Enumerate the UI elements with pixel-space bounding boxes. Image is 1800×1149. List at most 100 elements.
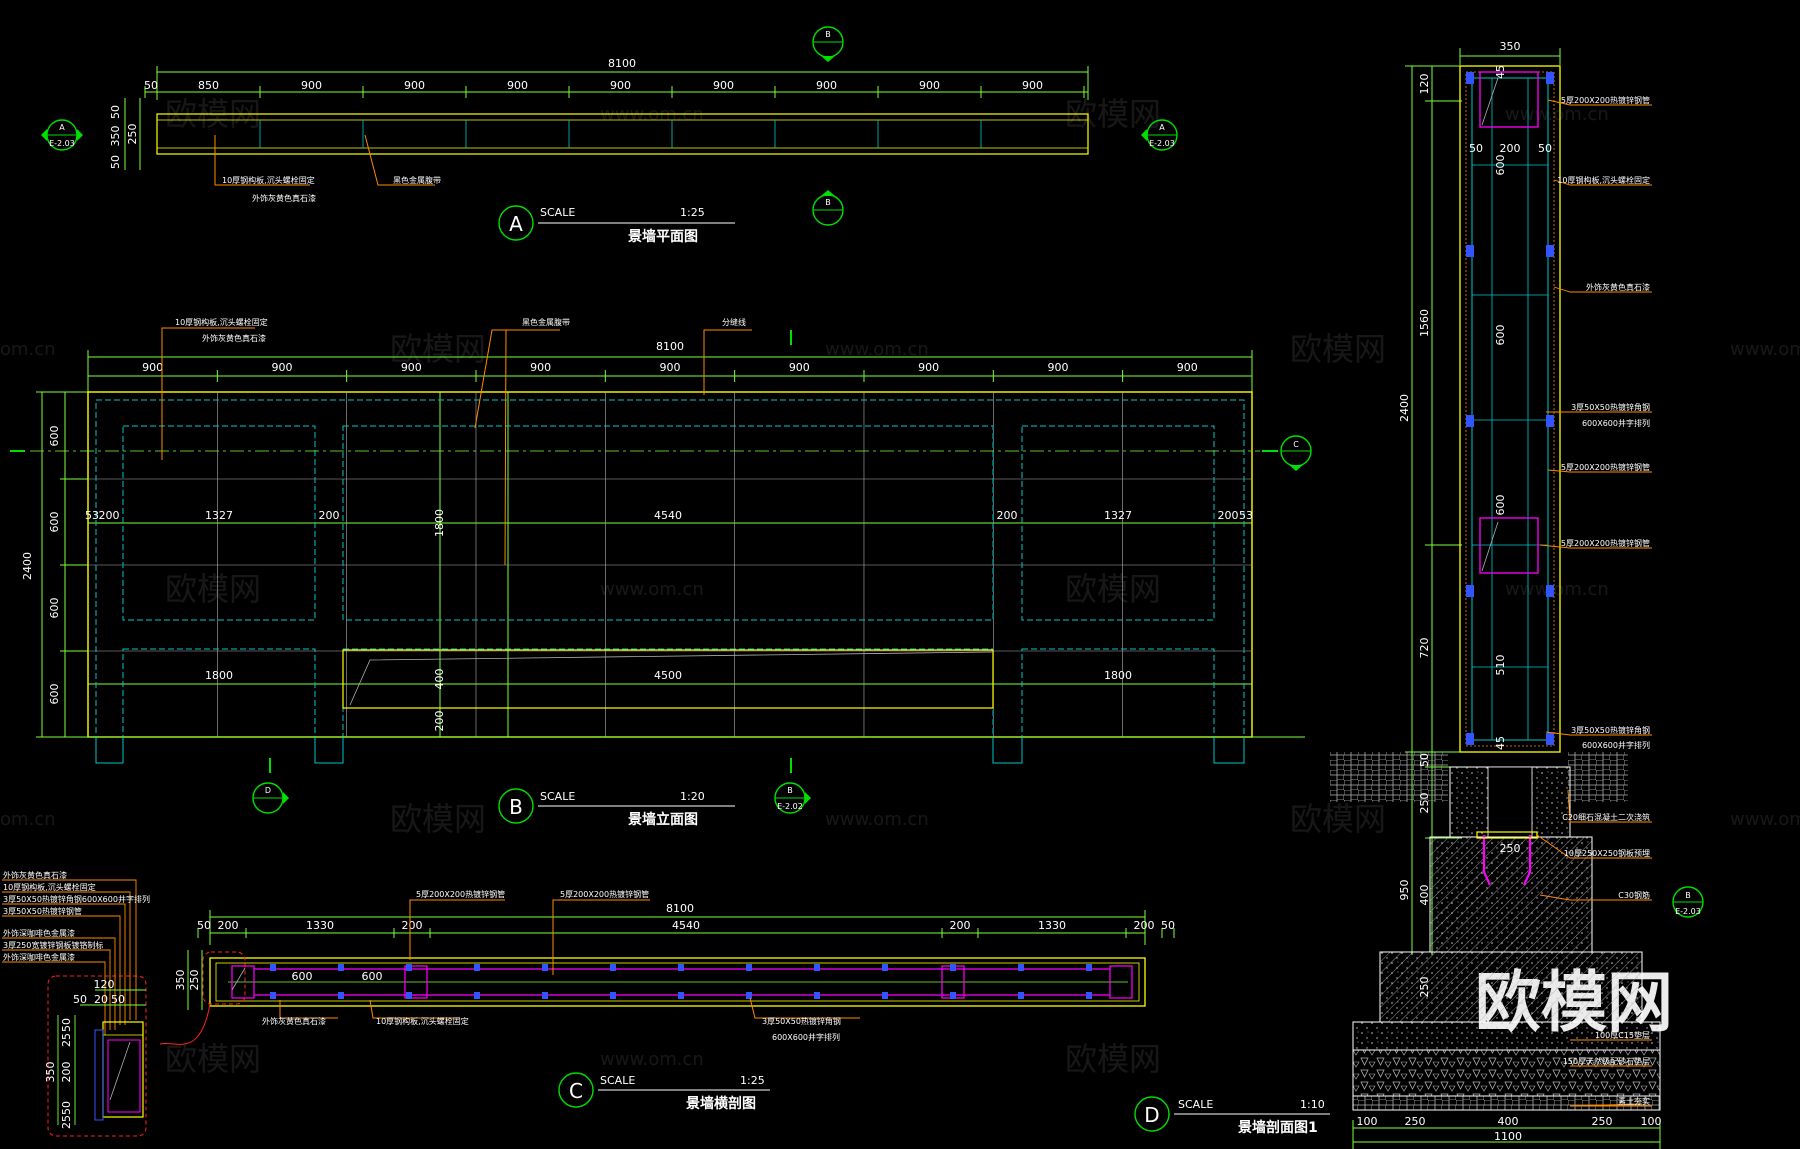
col-note: C20细石混凝土二次浇筑	[1562, 812, 1650, 822]
view-b-scale: 1:20	[680, 790, 705, 803]
angle-steel	[338, 964, 344, 971]
col-dim: 950	[1398, 880, 1411, 901]
elev-seg-dim: 900	[142, 361, 163, 374]
elev-left-dim: 600	[48, 684, 61, 705]
watermark-site: www.om.cn	[600, 1049, 704, 1070]
elev-bottom-panel: 1800	[205, 669, 233, 682]
plan-seg-dim: 900	[1022, 79, 1043, 92]
view-d-bubble: D	[1144, 1103, 1159, 1127]
detail-note: 3厚250宽镀锌钢板镀铬制标	[3, 940, 103, 950]
view-a-title: 景墙平面图	[628, 228, 698, 245]
sec-left-dim: 350	[174, 970, 187, 991]
detail-dim: 20	[94, 993, 108, 1006]
angle-steel	[1466, 585, 1474, 597]
angle-steel	[746, 964, 752, 971]
detail-dim: 50	[60, 1018, 73, 1032]
elev-left-dim: 600	[48, 512, 61, 533]
col-inner-dim: 50	[1538, 142, 1552, 155]
elev-panel-dim: 200	[319, 509, 340, 522]
detail-note: 3厚50X50热镀锌钢管	[3, 906, 82, 916]
angle-steel	[542, 964, 548, 971]
col-inner-dim: 600	[1494, 495, 1507, 516]
plan-left-dim: 50	[109, 105, 122, 119]
col-inner-dim: 510	[1494, 655, 1507, 676]
watermark-site: www.om.cn	[825, 809, 929, 830]
col-note: 600X600井字排列	[1582, 740, 1650, 750]
angle-steel	[1546, 72, 1554, 84]
elev-left-dim: 600	[48, 426, 61, 447]
angle-steel	[950, 992, 956, 999]
sec-note: 5厚200X200热镀锌钢管	[560, 889, 649, 899]
note-leader	[1553, 286, 1652, 293]
plan-total-dim: 8100	[608, 57, 636, 70]
detail-dim: 350	[44, 1062, 57, 1083]
angle-steel	[1018, 992, 1024, 999]
angle-steel	[542, 992, 548, 999]
elev-seg-dim: 900	[271, 361, 292, 374]
elev-bottom-panel: 4500	[654, 669, 682, 682]
sec-seg-dim: 200	[402, 919, 423, 932]
angle-steel	[882, 992, 888, 999]
sec-inner-dim: 600	[362, 970, 383, 983]
elev-panel-dim: 1327	[1104, 509, 1132, 522]
col-note: C30钢筋	[1618, 890, 1650, 900]
tag-letter: A	[59, 123, 65, 132]
col-dim: 720	[1418, 638, 1431, 659]
tag-sub: E-2.03	[1675, 907, 1701, 916]
angle-steel	[338, 992, 344, 999]
angle-steel	[678, 964, 684, 971]
watermark-site: www.om.cn	[1505, 104, 1609, 125]
angle-steel	[1546, 245, 1554, 257]
watermark-brand: 欧模网	[165, 570, 261, 608]
col-inner-dim: 45	[1494, 736, 1507, 750]
angle-steel	[270, 992, 276, 999]
elev-note: 10厚钢构板,沉头螺栓固定	[175, 317, 268, 327]
sec-note: 10厚钢构板,沉头螺栓固定	[376, 1016, 469, 1026]
watermark-site: om.cn	[0, 809, 56, 830]
col-bottom-total: 1100	[1494, 1130, 1522, 1143]
note-leader	[1536, 834, 1652, 859]
elev-panel-dim: 200	[99, 509, 120, 522]
angle-steel	[610, 964, 616, 971]
note-leader	[1547, 469, 1652, 473]
sec-total-dim: 8100	[666, 902, 694, 915]
col-note: 素土夯实	[1618, 1096, 1650, 1106]
angle-steel	[406, 964, 412, 971]
view-b-title: 景墙立面图	[628, 811, 698, 828]
detail-dim: 50	[111, 993, 125, 1006]
note-leader	[1547, 99, 1652, 106]
elev-seg-dim: 900	[659, 361, 680, 374]
detail-dim: 50	[73, 993, 87, 1006]
elev-seg-dim: 900	[401, 361, 422, 374]
tag-letter: B	[787, 786, 793, 795]
view-d-scale: 1:10	[1300, 1098, 1325, 1111]
angle-steel	[1546, 415, 1554, 427]
view-a-scale-label: SCALE	[540, 206, 575, 219]
plan-note: 黑色金属腹带	[393, 175, 441, 185]
note-leader	[1545, 731, 1652, 736]
plan-seg-dim: 900	[610, 79, 631, 92]
note-leader	[1553, 179, 1652, 186]
watermark-site: www.om.cn	[825, 339, 929, 360]
col-inner-dim: 250	[1500, 842, 1521, 855]
view-a-bubble: A	[509, 212, 523, 236]
col-bottom-dim: 250	[1592, 1115, 1613, 1128]
sec-note: 3厚50X50热镀锌角钢	[762, 1016, 841, 1026]
sec-note: 外饰灰黄色真石漆	[262, 1016, 326, 1026]
elev-seg-dim: 900	[1177, 361, 1198, 374]
tag-letter: B	[825, 30, 831, 39]
plan-seg-dim: 900	[713, 79, 734, 92]
view-a-scale: 1:25	[680, 206, 705, 219]
plan-seg-dim: 900	[919, 79, 940, 92]
col-note: 10厚钢构板,沉头螺栓固定	[1557, 175, 1650, 185]
plan-section-tags	[41, 26, 1178, 226]
col-note: 3厚50X50热镀锌角钢	[1571, 725, 1650, 735]
angle-steel	[950, 964, 956, 971]
detail-note: 3厚50X50热镀锌角钢600X600井字排列	[3, 894, 150, 904]
view-c-title: 景墙横剖图	[686, 1095, 756, 1112]
watermark-site: www.om.cn	[1730, 339, 1800, 360]
elev-panel-dim: 1327	[205, 509, 233, 522]
view-c-bubble: C	[569, 1079, 583, 1103]
col-note: 150厚天然级配砂石垫层	[1563, 1056, 1650, 1066]
angle-steel	[1086, 992, 1092, 999]
